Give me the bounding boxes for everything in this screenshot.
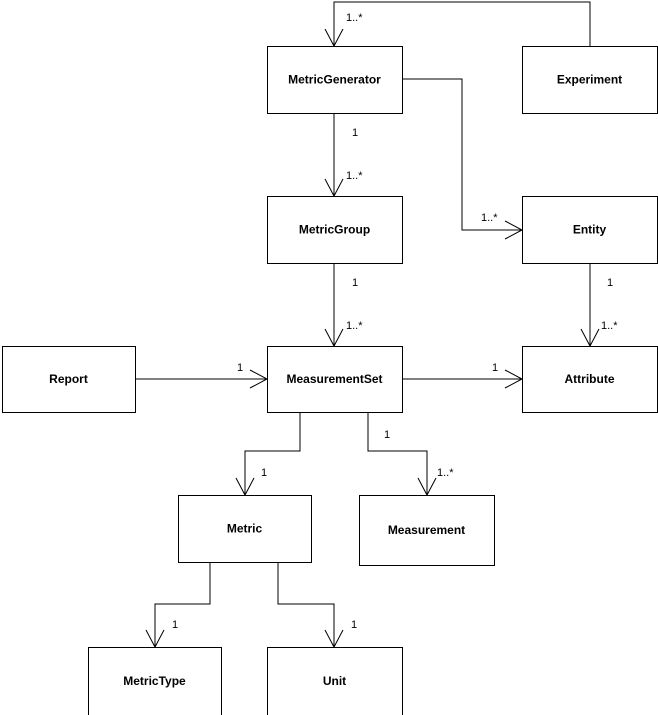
target-multiplicity: 1..* [601,320,618,332]
class-box-border [178,495,312,563]
association-measurementset-attribute: 1 [402,362,524,389]
class-box-border [359,495,495,566]
class-box-measurement[interactable]: Measurement [359,495,495,566]
class-box-experiment[interactable]: Experiment [522,46,658,114]
class-box-border [522,46,658,114]
association-report-measurementset: 1 [135,362,269,389]
class-box-border [2,346,136,413]
class-box-metrictype[interactable]: MetricType [88,647,222,715]
class-name: Experiment [557,73,622,87]
class-box-entity[interactable]: Entity [522,196,658,264]
class-box-report[interactable]: Report [2,346,136,413]
class-box-metric[interactable]: Metric [178,495,312,563]
class-name: Measurement [388,523,465,537]
association-line [367,412,428,495]
class-box-border [267,346,403,413]
class-name: Entity [573,223,607,237]
target-multiplicity: 1..* [346,12,363,24]
class-box-metricgenerator[interactable]: MetricGenerator [267,46,403,114]
class-name: MetricGenerator [288,73,381,87]
association-experiment-metricgenerator: 1..* [324,1,591,48]
class-name: MetricGroup [299,223,370,237]
class-box-border [267,196,403,264]
association-metricgenerator-entity: 1..* [402,78,524,240]
class-box-metricgroup[interactable]: MetricGroup [267,196,403,264]
association-metric-unit: 1 [277,562,357,649]
class-name: Report [49,372,88,386]
class-name: Attribute [565,372,615,386]
source-multiplicity: 1 [352,277,358,289]
association-entity-attribute: 1 1..* [580,263,618,348]
target-multiplicity: 1 [172,619,178,631]
class-box-border [522,346,658,413]
class-box-border [267,647,403,715]
class-box-border [88,647,222,715]
class-box-unit[interactable]: Unit [267,647,403,715]
association-measurementset-metric: 1 [235,412,301,497]
class-box-border [267,46,403,114]
association-metricgroup-measurementset: 1 1..* [324,263,363,348]
association-metric-metrictype: 1 [145,562,211,649]
target-multiplicity: 1..* [346,320,363,332]
association-line [154,562,211,647]
target-multiplicity: 1 [237,362,243,374]
target-multiplicity: 1..* [481,212,498,224]
class-name: MeasurementSet [286,372,382,386]
target-multiplicity: 1 [492,362,498,374]
class-box-border [522,196,658,264]
target-multiplicity: 1 [261,467,267,479]
class-box-attribute[interactable]: Attribute [522,346,658,413]
class-name: MetricType [123,674,186,688]
source-multiplicity: 1 [384,429,390,441]
class-name: Unit [323,674,346,688]
association-line [244,412,301,495]
class-name: Metric [227,522,263,536]
class-box-measurementset[interactable]: MeasurementSet [267,346,403,413]
source-multiplicity: 1 [607,277,613,289]
target-multiplicity: 1..* [346,170,363,182]
association-metricgenerator-metricgroup: 1 1..* [324,113,363,198]
association-line [277,562,335,647]
association-line [402,78,522,231]
target-multiplicity: 1 [351,619,357,631]
target-multiplicity: 1..* [437,467,454,479]
association-measurementset-measurement: 1 1..* [367,412,454,497]
source-multiplicity: 1 [352,127,358,139]
association-line [333,1,591,46]
